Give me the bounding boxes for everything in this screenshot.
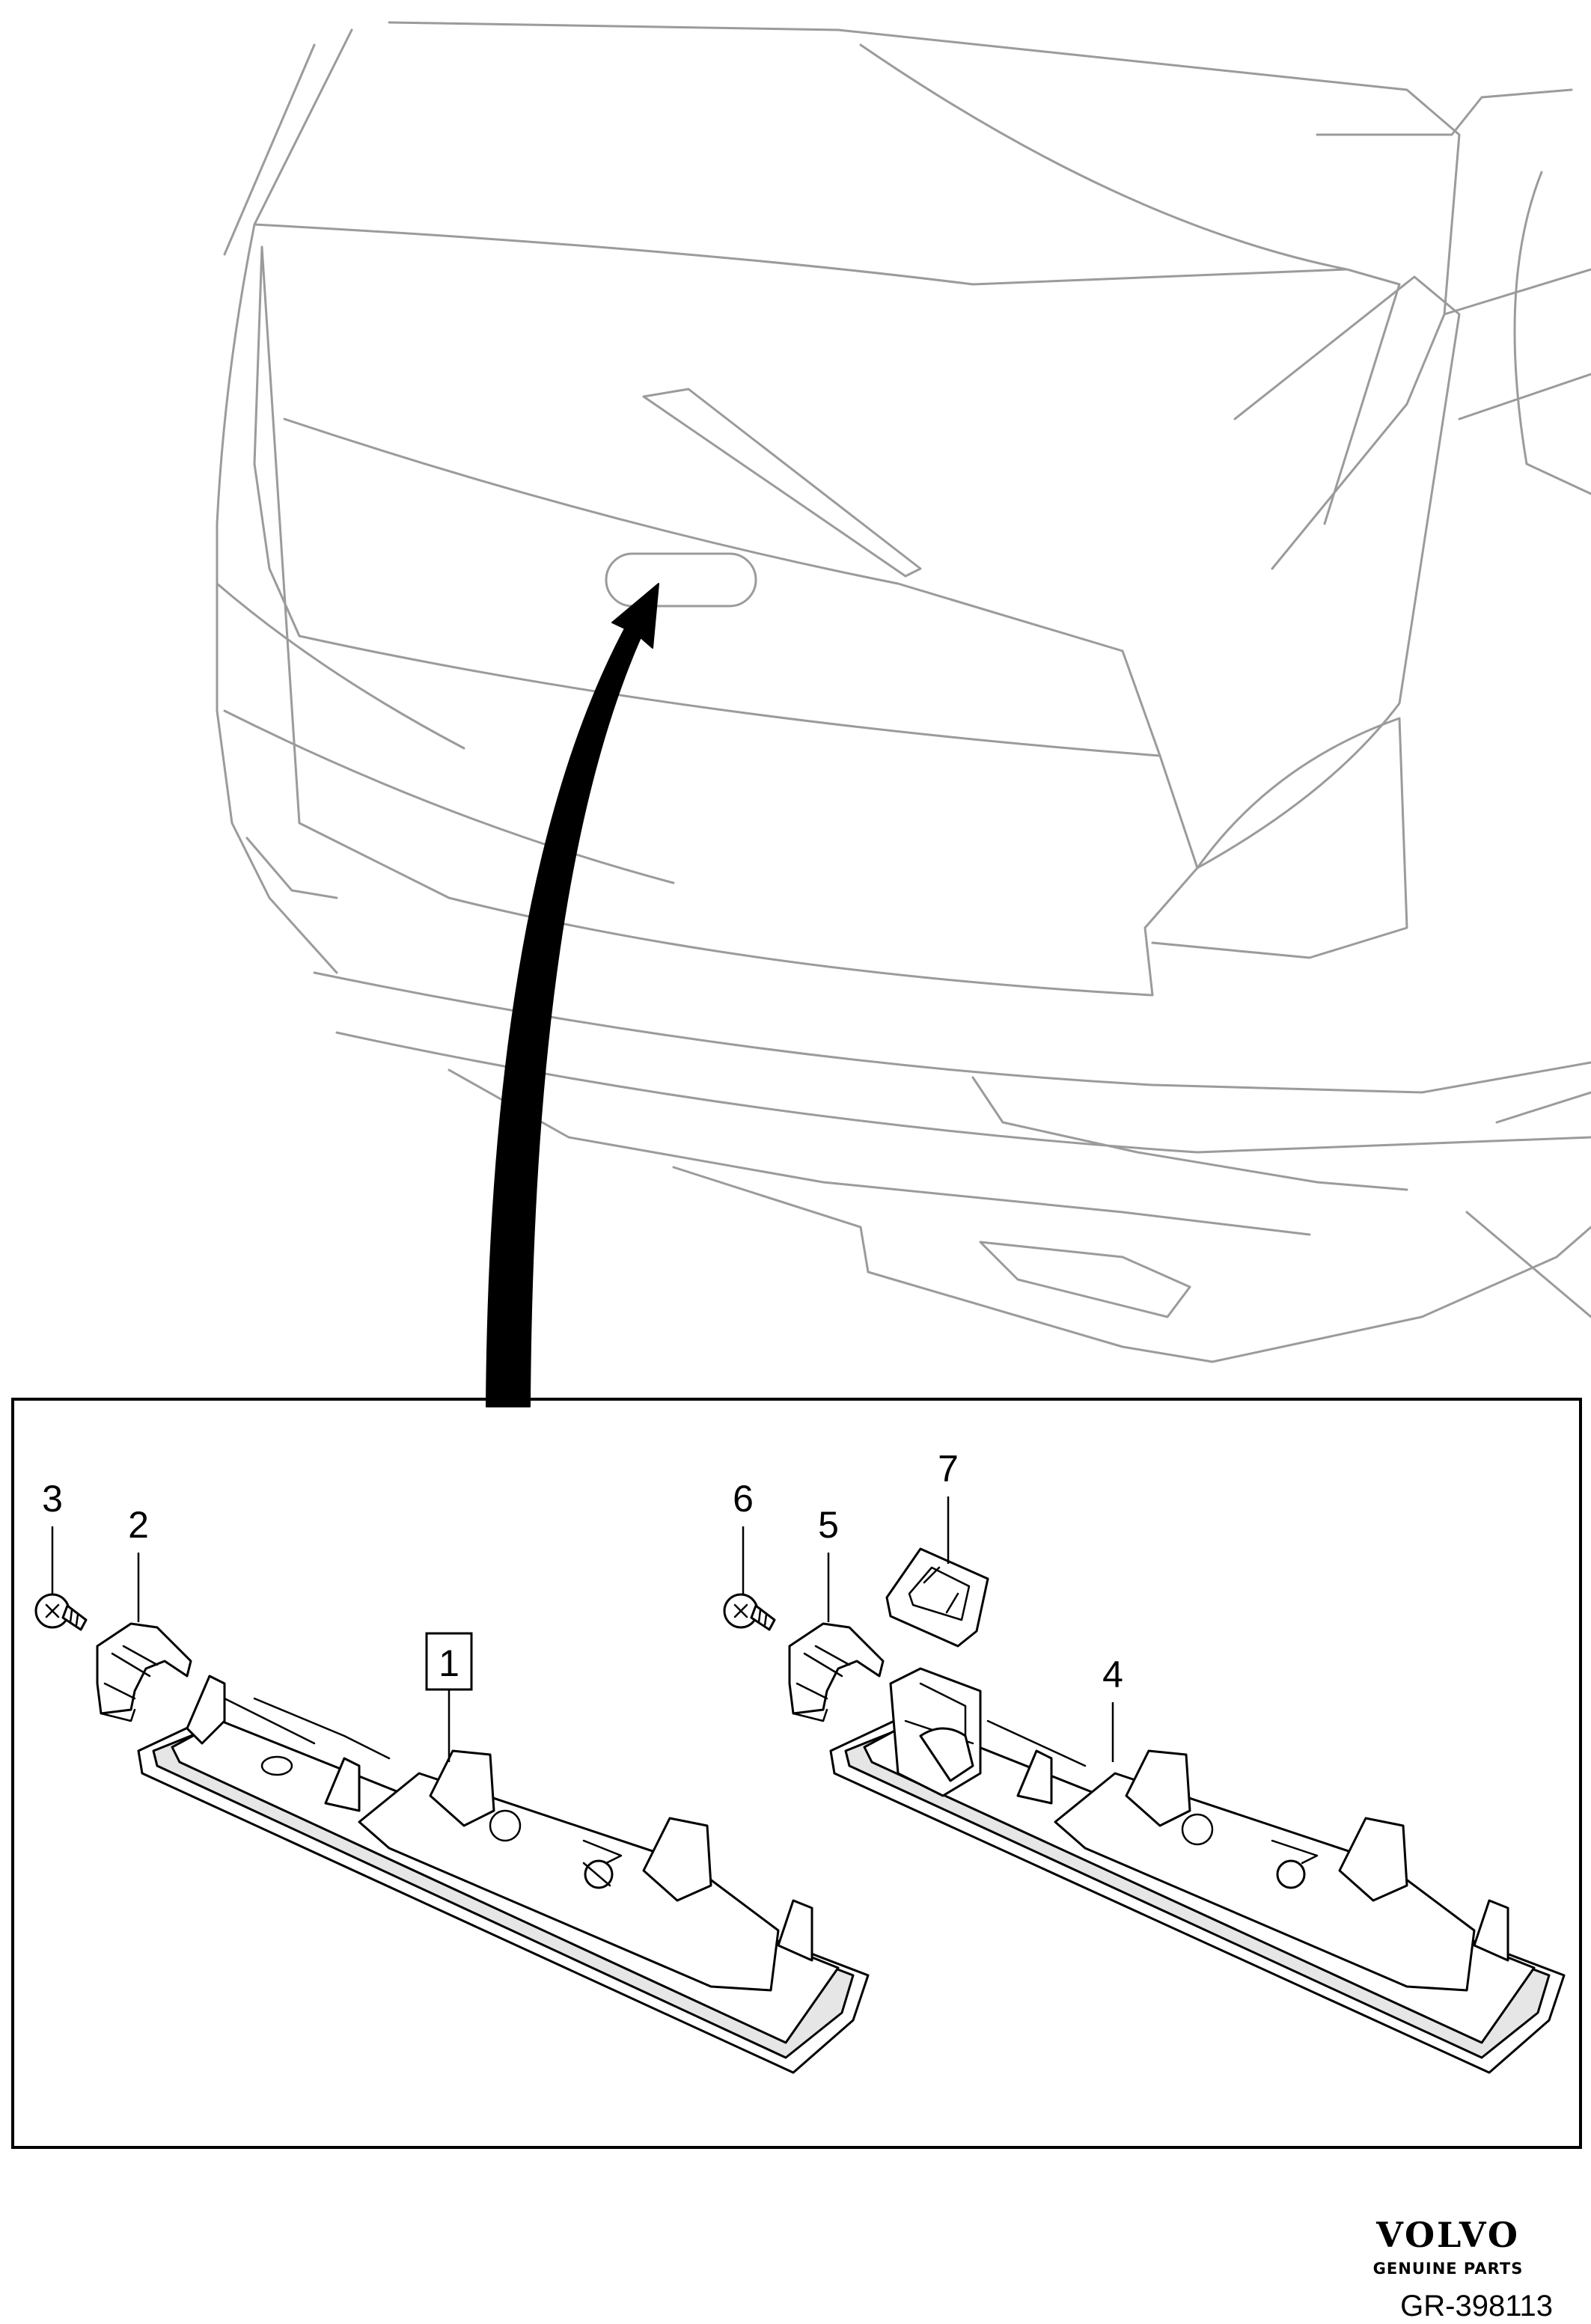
callout-part-5: 5 (818, 1504, 839, 1546)
location-arrow (486, 583, 659, 1407)
callout-box-part-1 (425, 1632, 473, 1691)
callout-part-7: 7 (938, 1448, 959, 1490)
callout-part-6: 6 (733, 1478, 754, 1520)
handle-assembly-1 (137, 1675, 870, 2074)
callout-part-3: 3 (42, 1478, 63, 1520)
brand-tagline: GENUINE PARTS (1372, 2260, 1524, 2278)
detail-frame (11, 1398, 1582, 2149)
clip-part-5 (788, 1622, 885, 1722)
handle-assembly-4 (829, 1667, 1566, 2074)
callout-part-2: 2 (128, 1504, 149, 1546)
vehicle-rear-outline (216, 21, 1591, 1363)
callout-part-1: 1 (439, 1642, 459, 1684)
brand-logo-text: VOLVO (1376, 2215, 1520, 2255)
clip-part-2 (96, 1622, 192, 1722)
screw-part-3 (34, 1593, 88, 1631)
callout-part-4: 4 (1102, 1654, 1123, 1695)
gasket-part-7 (885, 1547, 989, 1648)
screw-part-6 (723, 1593, 776, 1631)
figure-id: GR-398113 (1400, 2290, 1553, 2323)
